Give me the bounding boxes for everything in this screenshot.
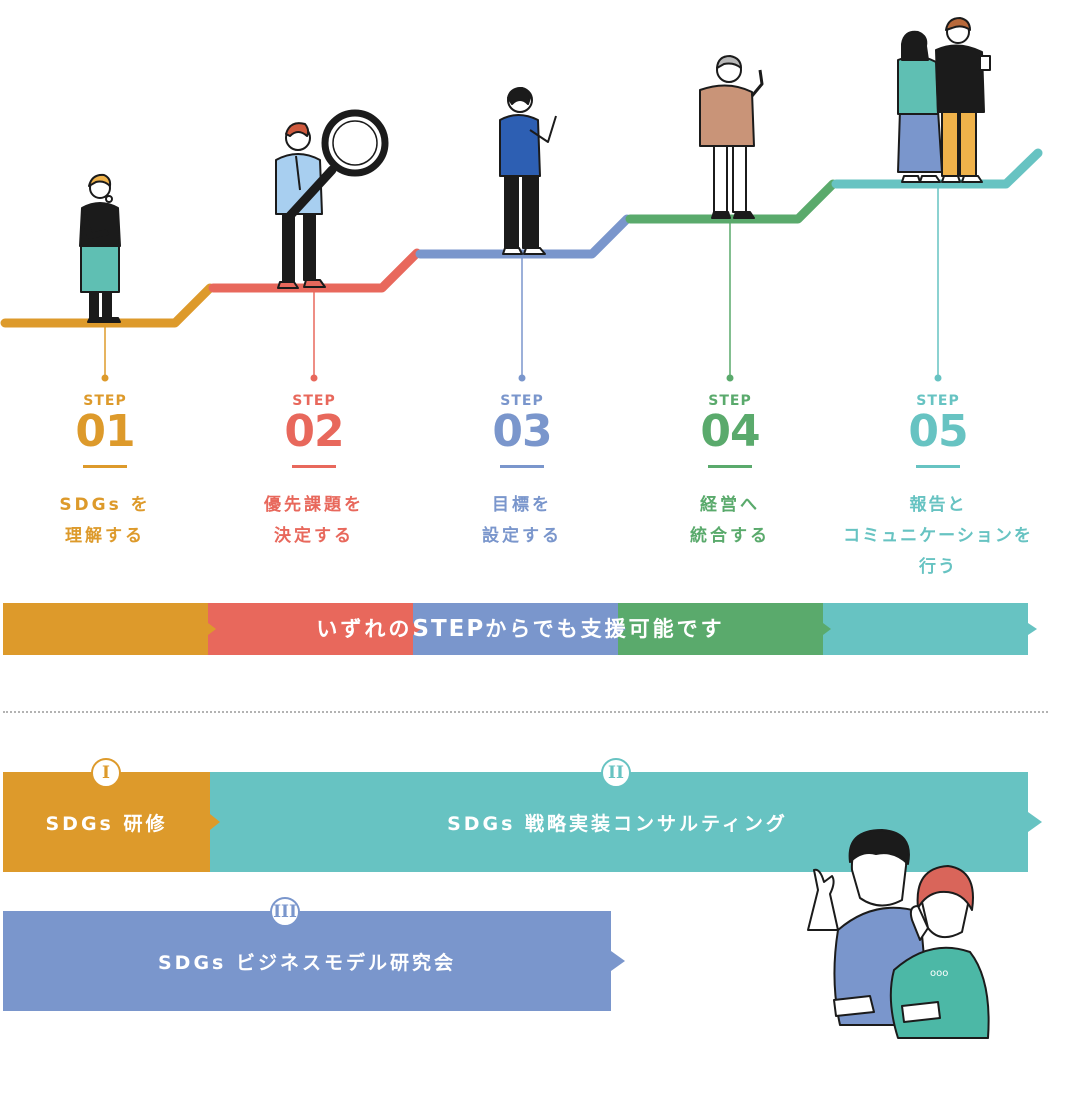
program-row-1 — [3, 772, 1042, 872]
man-raised-hand — [807, 868, 839, 931]
program-row-2 — [3, 911, 625, 1011]
person-explaining-illustration — [499, 87, 557, 255]
step-05-line-2: コミュニケーションを — [843, 526, 1033, 546]
stair-segment-5 — [831, 148, 1043, 189]
man-hand — [833, 995, 875, 1017]
staircase-illustration — [0, 17, 1043, 382]
person-couple-illustration — [897, 17, 991, 183]
dotted-divider — [3, 711, 1048, 713]
program-i-badge: I — [91, 758, 121, 788]
step-01-word: STEP — [83, 393, 127, 409]
support-banner — [3, 603, 1037, 655]
step-02-line-2: 決定する — [274, 526, 354, 546]
stair-segment-1 — [0, 283, 215, 328]
woman-hand — [909, 905, 929, 941]
step-02-heading: STEP 02 — [254, 393, 374, 468]
man-hair — [848, 829, 910, 865]
program-ii-label: SDGs 戦略実装コンサルティング — [447, 813, 788, 835]
step-01-number: 01 — [75, 406, 135, 457]
step-04-rule — [708, 465, 752, 468]
step-02-rule — [292, 465, 336, 468]
step-03-heading: STEP 03 — [462, 393, 582, 468]
step-05-number: 05 — [908, 406, 968, 457]
step-01-rule — [83, 465, 127, 468]
step-01-heading: STEP 01 — [45, 393, 165, 468]
step-04-number: 04 — [700, 406, 760, 457]
step-03-description: 目標を 設定する — [402, 490, 642, 552]
step-03-rule — [500, 465, 544, 468]
stair-segment-2 — [208, 248, 422, 293]
program-iii-label: SDGs ビジネスモデル研究会 — [158, 952, 456, 974]
stair-segment-3 — [415, 214, 632, 259]
woman-hair — [916, 865, 974, 911]
step-04-word: STEP — [708, 393, 752, 409]
step-03-number: 03 — [492, 406, 552, 457]
program-iii-badge: III — [270, 897, 300, 927]
step-05-description: 報告と コミュニケーションを 行う — [818, 490, 1058, 583]
woman-body — [889, 946, 990, 1039]
step-02-description: 優先課題を 決定する — [194, 490, 434, 552]
person-thinking-illustration — [79, 173, 121, 323]
step-05-word: STEP — [916, 393, 960, 409]
step-05-line-3: 行う — [919, 557, 957, 577]
step-01-line-2: 理解する — [65, 526, 145, 546]
step-03-line-1: 目標を — [492, 495, 552, 515]
connector-02 — [310, 292, 318, 382]
step-03-word: STEP — [500, 393, 544, 409]
step-04-line-1: 経営へ — [700, 495, 760, 515]
step-02-number: 02 — [284, 406, 344, 457]
person-magnifier-illustration — [275, 109, 389, 289]
couple-illustration: ooo — [807, 829, 990, 1039]
connector-03 — [518, 258, 526, 382]
step-04-heading: STEP 04 — [670, 393, 790, 468]
woman-hand-lower — [901, 1001, 941, 1023]
program-ii-badge: II — [601, 758, 631, 788]
step-01-line-1: SDGs を — [59, 495, 151, 515]
step-05-line-1: 報告と — [909, 495, 967, 515]
stair-segment-4 — [625, 179, 838, 224]
step-04-description: 経営へ 統合する — [610, 490, 850, 552]
connector-01 — [101, 327, 109, 382]
step-05-heading: STEP 05 — [878, 393, 998, 468]
person-pointing-illustration — [699, 55, 764, 219]
connector-04 — [726, 223, 734, 382]
step-03-line-2: 設定する — [482, 526, 562, 546]
step-05-rule — [916, 465, 960, 468]
step-01-description: SDGs を 理解する — [0, 490, 225, 552]
step-02-line-1: 優先課題を — [264, 495, 364, 515]
connector-05 — [934, 188, 942, 382]
step-04-line-2: 統合する — [690, 526, 770, 546]
woman-shirt-mark: ooo — [930, 968, 948, 979]
program-i-label: SDGs 研修 — [45, 813, 168, 835]
step-02-word: STEP — [292, 393, 336, 409]
